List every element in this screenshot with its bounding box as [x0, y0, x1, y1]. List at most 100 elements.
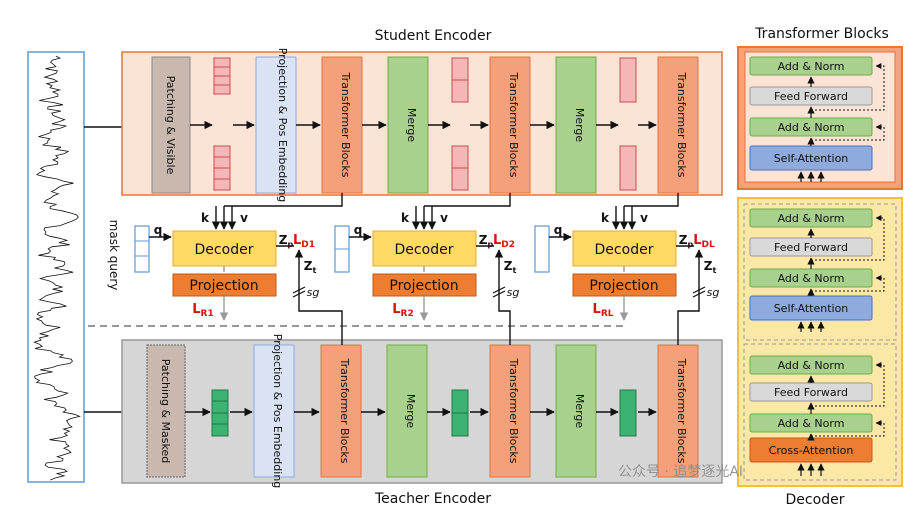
zt-arrow-2 [494, 249, 511, 345]
student-merge-2 [555, 56, 597, 194]
q-label-1: q [154, 223, 163, 237]
teacher-token-stack-1 [211, 389, 229, 437]
mask-query-label: mask query [107, 220, 121, 291]
student-transformer-2 [489, 56, 531, 194]
loss-d-3: LDL [693, 233, 715, 250]
loss-d-subscript: DL [702, 240, 715, 250]
mask-query-token-1 [134, 225, 150, 273]
student-encoder-title: Student Encoder [375, 28, 492, 44]
loss-r-2: LR2 [392, 302, 414, 319]
tb-add-norm-bottom-label: Add & Norm [778, 121, 845, 134]
watermark: 公众号 · 追梦逐光AI [618, 464, 743, 480]
v-label-2: v [440, 211, 448, 225]
sg-label-3: sg [707, 286, 720, 299]
loss-d-2: LD2 [493, 233, 515, 250]
projection-label-2: Projection [389, 278, 458, 294]
residual-connection [811, 124, 885, 141]
teacher-projection-label: Projection & Pos Embedding [271, 334, 284, 489]
kv-connector-2 [424, 193, 511, 207]
kv-connector-3 [624, 193, 679, 207]
dec-add-norm-4-label: Add & Norm [778, 417, 845, 430]
k-label-2: k [401, 211, 410, 225]
student-transformer-2-label: Transformer Blocks [507, 72, 520, 178]
loss-d-subscript: D1 [301, 240, 315, 250]
stop-grad-mark [492, 290, 506, 298]
v-label-3: v [640, 211, 648, 225]
zt-label-3: Zt [704, 259, 717, 275]
patching-masked-block [146, 344, 186, 478]
zt-subscript: t [712, 266, 716, 275]
zt-label-2: Zt [504, 259, 517, 275]
zt-label-1: Zt [304, 259, 317, 275]
loss-r-1: LR1 [192, 302, 214, 319]
decoder-block-3 [572, 230, 677, 267]
student-merge-1 [387, 56, 429, 194]
time-series-signal [33, 55, 81, 481]
residual-connection [811, 275, 885, 292]
teacher-transformer-3-label: Transformer Blocks [675, 358, 688, 464]
teacher-encoder-title: Teacher Encoder [374, 491, 491, 507]
student-merge-1-label: Merge [405, 108, 418, 143]
teacher-transformer-3 [657, 344, 699, 478]
loss-r-subscript: RL [601, 309, 614, 319]
student-transformer-3-label: Transformer Blocks [675, 72, 688, 178]
student-transformer-1-label: Transformer Blocks [339, 72, 352, 178]
residual-connection [811, 215, 885, 261]
dec-self-attention-label: Self-Attention [774, 302, 849, 315]
student-projection-label: Projection & Pos Embedding [276, 48, 289, 203]
student-projection-block [255, 56, 297, 194]
loss-d-1: LD1 [293, 233, 315, 250]
stop-grad-mark [692, 286, 706, 294]
q-label-2: q [354, 223, 363, 237]
zt-arrow-3 [677, 249, 704, 345]
stop-grad-mark [692, 290, 706, 298]
student-token-stack-2 [451, 57, 469, 191]
loss-r-subscript: R2 [401, 309, 414, 319]
decoder-label-1: Decoder [195, 242, 254, 258]
teacher-token-stack-3 [619, 389, 637, 437]
teacher-transformer-1 [320, 344, 362, 478]
zp-subscript: p [687, 240, 693, 249]
stop-grad-mark [292, 290, 306, 298]
dec-cross-attention-label: Cross-Attention [769, 444, 854, 457]
dec-feed-forward-1-label: Feed Forward [774, 241, 848, 254]
k-label-3: k [601, 211, 610, 225]
teacher-merge-2-label: Merge [573, 394, 586, 429]
decoder-panel-lower-group [743, 343, 897, 481]
decoder-label-2: Decoder [395, 242, 454, 258]
time-series-frame [27, 51, 85, 483]
projection-label-3: Projection [589, 278, 658, 294]
sg-label-1: sg [307, 286, 320, 299]
q-label-3: q [554, 223, 563, 237]
patching-masked-label: Patching & Masked [159, 359, 172, 463]
kv-connector-1 [224, 193, 343, 207]
teacher-merge-1 [386, 344, 428, 478]
projection-label-1: Projection [189, 278, 258, 294]
student-transformer-3 [657, 56, 699, 194]
teacher-transformer-1-label: Transformer Blocks [338, 358, 351, 464]
loss-r-subscript: R1 [201, 309, 214, 319]
dec-add-norm-3-label: Add & Norm [778, 359, 845, 372]
student-token-stack-3 [619, 57, 637, 191]
decoder-label-3: Decoder [595, 242, 654, 258]
teacher-projection-block [253, 344, 295, 478]
teacher-transformer-2-label: Transformer Blocks [507, 358, 520, 464]
residual-connection [811, 63, 885, 111]
tb-add-norm-top [749, 56, 873, 76]
dec-add-norm-3 [749, 355, 873, 375]
tb-add-norm-top-label: Add & Norm [778, 60, 845, 73]
zt-subscript: t [312, 266, 316, 275]
decoder-block-2 [372, 230, 477, 267]
transformer-panel-title: Transformer Blocks [754, 26, 889, 42]
sg-label-2: sg [507, 286, 520, 299]
student-merge-2-label: Merge [573, 108, 586, 143]
zt-arrow-1 [294, 249, 343, 345]
stop-grad-mark [492, 286, 506, 294]
residual-connection [811, 420, 885, 437]
decoder-panel-upper-group [743, 203, 897, 341]
